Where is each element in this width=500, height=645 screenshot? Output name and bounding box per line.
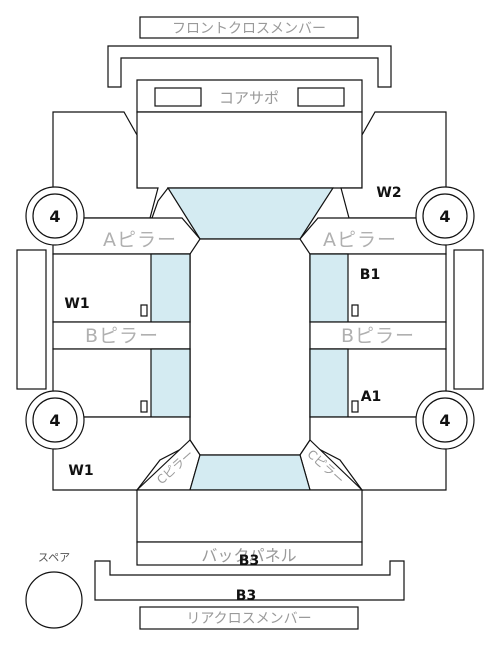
damage-mark-a1: A1 [361,389,382,405]
core-support-label: コアサポ [219,89,279,107]
front-right-door[interactable] [309,253,447,323]
tire-front-right[interactable]: 4 [415,186,475,246]
spare-label: スペア [38,551,70,564]
front-cross-member-bracket [107,45,392,88]
tire-rear-right-value: 4 [439,411,450,430]
spare-tire[interactable]: スペア [25,551,83,629]
damage-mark-w2: W2 [376,185,401,201]
b-pillar-right[interactable]: Bピラー [309,321,447,350]
damage-mark-w1-door: W1 [64,296,89,312]
trunk-lid[interactable] [136,489,363,543]
a-pillar-left[interactable]: Aピラー [52,217,201,255]
damage-mark-b3-back-panel: B3 [239,553,259,569]
damage-mark-b1: B1 [360,267,380,283]
tire-rear-left-value: 4 [49,411,60,430]
tire-front-left[interactable]: 4 [25,186,85,246]
b-pillar-right-label: Bピラー [341,325,415,347]
rear-cross-member[interactable]: リアクロスメンバー [139,606,359,630]
roof[interactable] [189,238,311,456]
a-pillar-left-label: Aピラー [103,229,177,251]
b-pillar-left-label: Bピラー [85,325,159,347]
front-cross-member-label: フロントクロスメンバー [172,21,326,37]
back-panel[interactable]: バックパネル [136,541,363,566]
rear-left-quarter[interactable] [52,416,191,491]
tire-rear-left[interactable]: 4 [25,390,85,450]
b-pillar-left[interactable]: Bピラー [52,321,191,350]
a-pillar-right-label: Aピラー [323,229,397,251]
rear-window[interactable] [189,454,311,491]
tire-front-left-value: 4 [49,207,60,226]
right-side-sill[interactable] [453,249,484,390]
rear-cross-member-bracket [94,560,405,601]
left-side-sill[interactable] [16,249,47,390]
damage-mark-b3-rear-cross: B3 [236,588,256,604]
core-support[interactable]: コアサポ [136,79,363,113]
tire-rear-right[interactable]: 4 [415,390,475,450]
rear-cross-member-label: リアクロスメンバー [186,611,311,627]
tire-front-right-value: 4 [439,207,450,226]
front-left-door[interactable] [52,253,191,323]
damage-mark-w1-rear: W1 [68,463,93,479]
front-cross-member[interactable]: フロントクロスメンバー [139,16,359,39]
back-panel-label: バックパネル [201,546,296,565]
